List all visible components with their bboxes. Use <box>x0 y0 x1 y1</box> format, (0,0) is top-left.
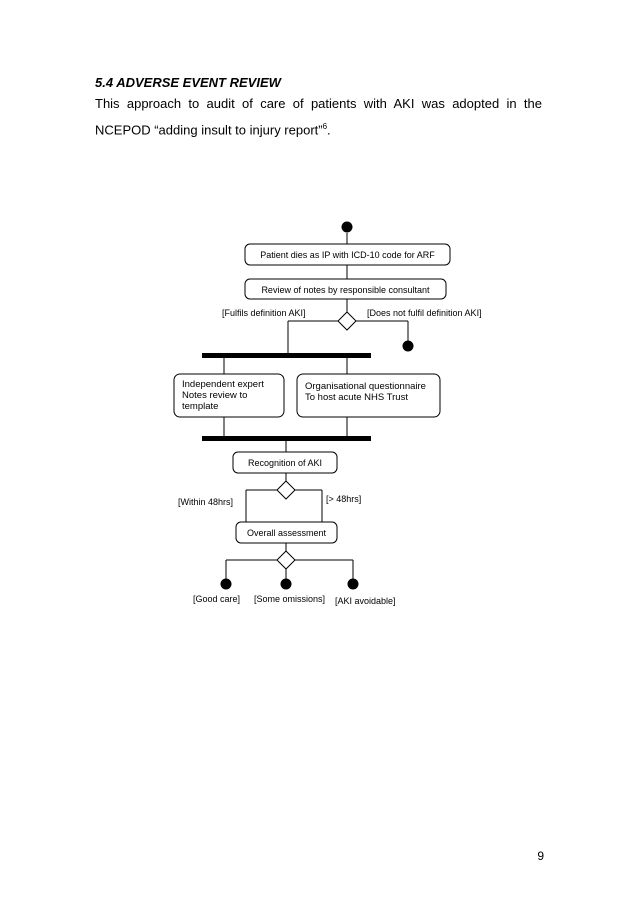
activity-organisational-questionnaire-label: Organisational questionnaire To host acu… <box>305 381 429 403</box>
activity-review-notes <box>244 278 447 300</box>
start-node <box>341 221 353 233</box>
paragraph-line-2-text: NCEPOD “adding insult to injury report” <box>95 122 323 138</box>
end-node-not-aki <box>402 340 414 352</box>
decision-outcome <box>276 550 296 570</box>
activity-recognition <box>232 451 338 474</box>
outcome-good-care-label: [Good care] <box>193 594 240 604</box>
guard-within-label: [Within 48hrs] <box>178 497 233 507</box>
section-heading: 5.4 ADVERSE EVENT REVIEW <box>95 75 281 90</box>
outcome-aki-avoidable-label: [AKI avoidable] <box>335 596 396 606</box>
activity-independent-review-label: Independent expert Notes review to templ… <box>182 379 267 412</box>
activity-organisational-questionnaire <box>296 373 441 418</box>
activity-independent-review <box>173 373 285 418</box>
end-node-aki-avoidable <box>347 578 359 590</box>
decision-aki-definition <box>337 311 357 331</box>
end-node-some-omissions <box>280 578 292 590</box>
page-number: 9 <box>537 849 544 863</box>
outcome-some-omissions-label: [Some omissions] <box>254 594 325 604</box>
guard-not-fulfil-label: [Does not fulfil definition AKI] <box>367 308 482 318</box>
section-paragraph: This approach to audit of care of patien… <box>95 92 542 141</box>
paragraph-line-1: This approach to audit of care of patien… <box>95 96 542 111</box>
activity-patient-dies-label: Patient dies as IP with ICD-10 code for … <box>260 250 435 260</box>
activity-overall-assessment-label: Overall assessment <box>247 528 327 538</box>
activity-review-notes-label: Review of notes by responsible consultan… <box>261 285 430 295</box>
fork-bar <box>202 353 371 358</box>
decision-timing <box>276 480 296 500</box>
join-bar <box>202 436 371 441</box>
guard-over-label: [> 48hrs] <box>326 494 361 504</box>
end-node-good-care <box>220 578 232 590</box>
guard-fulfils-label: [Fulfils definition AKI] <box>222 308 306 318</box>
footnote-reference: 6 <box>322 122 328 131</box>
paragraph-line-2: NCEPOD “adding insult to injury report”6… <box>95 115 542 141</box>
activity-recognition-label: Recognition of AKI <box>248 458 322 468</box>
paragraph-line-2-end: . <box>327 122 331 138</box>
